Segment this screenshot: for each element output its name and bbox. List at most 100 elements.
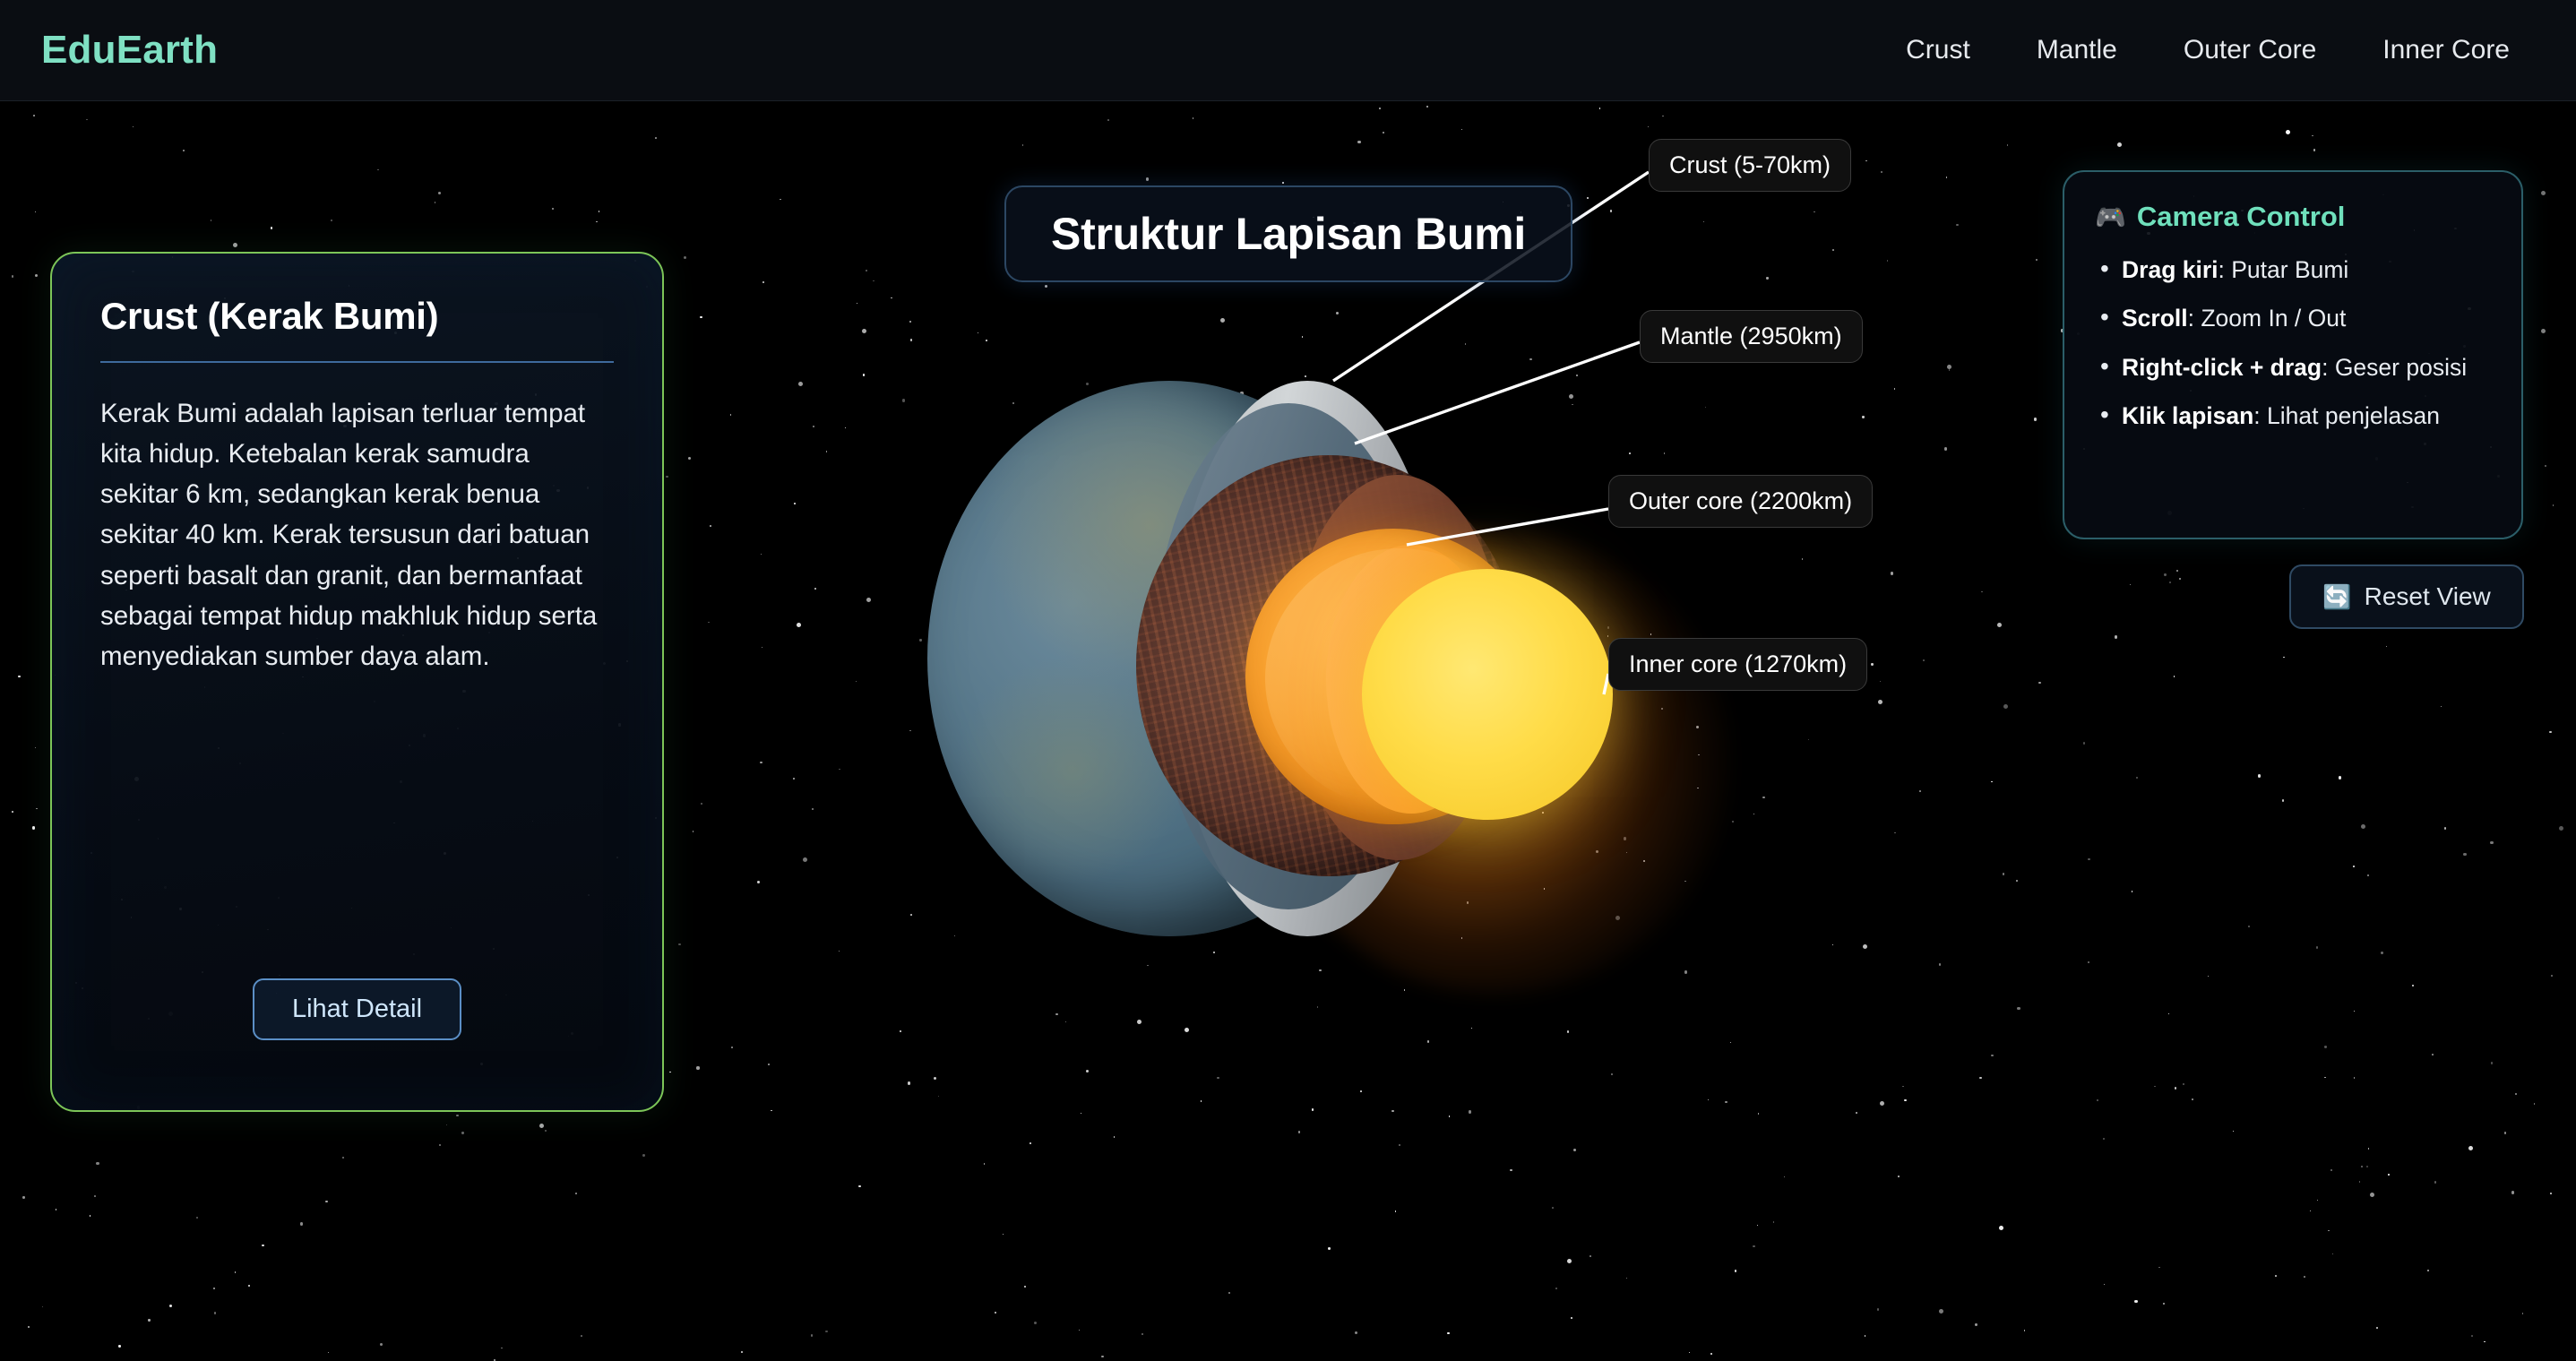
layer-label-inner-core[interactable]: Inner core (1270km) [1608,638,1868,691]
star [1394,1210,1397,1212]
nav-link-outer-core[interactable]: Outer Core [2183,35,2317,65]
info-panel-title: Crust (Kerak Bumi) [100,295,439,337]
star [41,1305,44,1308]
star [1220,318,1225,323]
star [2304,1276,2305,1278]
star [2035,258,2038,261]
star [1510,1169,1512,1172]
star [2330,1169,2333,1172]
star [2411,984,2414,987]
layer-info-panel: Crust (Kerak Bumi) Kerak Bumi adalah lap… [50,252,664,1112]
star [1865,159,1867,162]
page-title-box: Struktur Lapisan Bumi [1004,185,1572,282]
camera-hint-click-layer-key: Klik lapisan [2122,402,2254,430]
camera-control-list: Drag kiri: Putar Bumi Scroll: Zoom In / … [2095,251,2491,434]
star [1319,969,1322,972]
info-panel-actions: Lihat Detail [100,978,614,1076]
star [1316,1006,1319,1008]
star [2551,975,2553,977]
star [1902,1085,1904,1088]
star [1055,1013,1058,1016]
star [210,220,212,221]
layer-label-outer-core[interactable]: Outer core (2200km) [1608,475,1874,528]
star [1938,1309,1943,1314]
star [456,1114,459,1116]
star [148,1319,151,1322]
camera-control-header: 🎮 Camera Control [2095,201,2491,233]
nav-link-mantle[interactable]: Mantle [2036,35,2117,65]
star [909,729,911,732]
star [2102,1137,2105,1141]
star [1880,1101,1885,1107]
star [34,746,37,749]
star [796,623,801,628]
star [866,598,872,603]
star [2002,873,2005,875]
star [1555,1288,1557,1289]
star [94,1195,96,1197]
star [2366,1165,2369,1167]
star [1611,1072,1614,1075]
star [2248,926,2250,927]
star [327,1351,330,1354]
reset-view-button[interactable]: 🔄 Reset View [2289,564,2524,629]
star [169,1304,173,1307]
nav-link-inner-core[interactable]: Inner Core [2382,35,2510,65]
star [1426,106,1428,108]
star [342,1157,344,1159]
camera-hint-scroll-key: Scroll [2122,305,2188,332]
star [247,1285,251,1288]
star [1832,249,1834,251]
star [793,778,795,780]
star [1979,1076,1982,1079]
star [271,227,273,229]
star [2033,418,2037,421]
star [1137,1019,1142,1024]
star [2484,1340,2486,1343]
star [1572,1148,1576,1152]
star [2427,1270,2429,1271]
nav-link-crust[interactable]: Crust [1906,35,1970,65]
star [330,219,333,222]
star [1981,590,1983,593]
star [2514,1092,2517,1095]
app-logo[interactable]: EduEarth [41,28,219,72]
star [1944,447,1948,451]
star [862,374,866,376]
star [1702,220,1705,223]
star [27,1325,30,1328]
star [907,1081,910,1085]
star [1975,1323,1977,1326]
star [18,676,21,678]
star [1731,821,1735,823]
star [2116,142,2122,148]
earth-3d-viewport[interactable] [914,296,1729,1039]
layer-label-crust[interactable]: Crust (5-70km) [1649,139,1852,192]
star [1383,131,1385,134]
star [666,475,668,478]
star [740,1350,743,1354]
star [575,1193,577,1194]
star [2313,149,2316,151]
star [1801,558,1804,560]
star [2316,1199,2319,1202]
layer-label-mantle[interactable]: Mantle (2950km) [1640,310,1863,363]
star [2358,1181,2361,1183]
star [1570,1317,1572,1320]
star [1893,388,1896,390]
star [731,1047,733,1048]
camera-hint-drag-value: : Putar Bumi [2218,256,2349,283]
star [1217,1076,1219,1080]
earth-layer-inner-core[interactable] [1362,569,1613,820]
star [1200,1100,1202,1102]
star [1024,1285,1027,1288]
star [2006,144,2009,146]
star [1379,108,1381,109]
star [2154,1085,2156,1088]
lihat-detail-button[interactable]: Lihat Detail [252,978,462,1040]
star [232,243,237,247]
star [1946,364,1951,369]
star [1886,260,1889,262]
star [1814,211,1815,213]
